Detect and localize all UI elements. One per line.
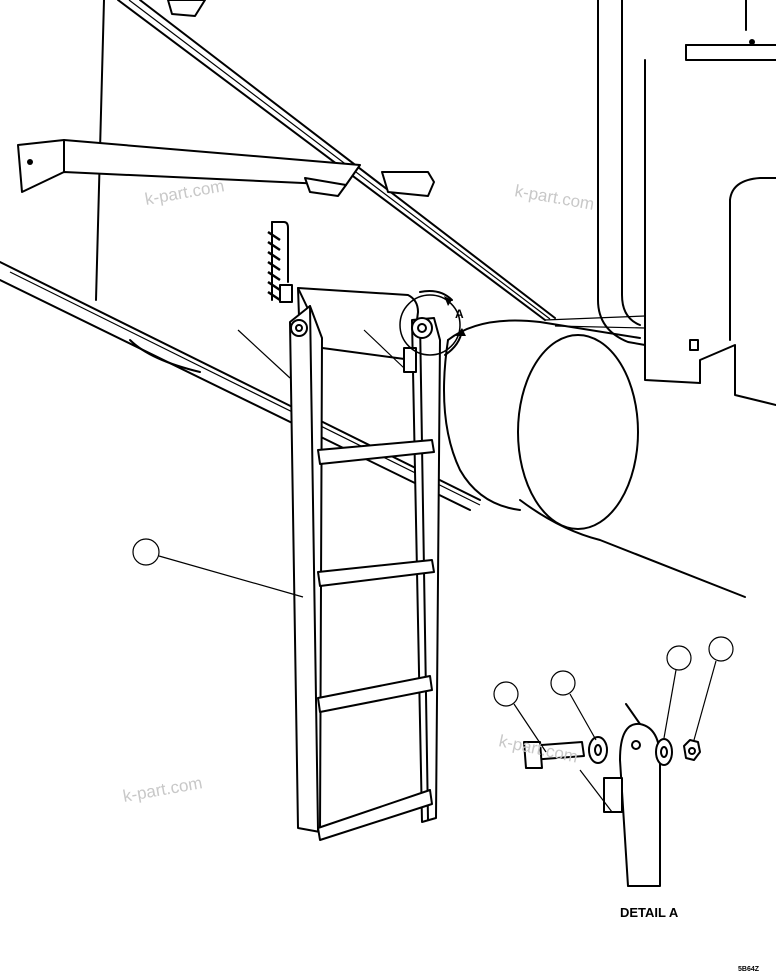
callout-bubble-ladder bbox=[132, 538, 160, 566]
bracket-arm bbox=[17, 139, 435, 197]
drawing-number: 5B64Z bbox=[738, 966, 760, 973]
callout-bubble-lock-washer bbox=[666, 645, 692, 671]
leader-line-left bbox=[237, 329, 291, 379]
cab-structure bbox=[544, 0, 776, 406]
detail-a-view: DETAIL A bbox=[493, 636, 734, 920]
detail-bracket bbox=[603, 777, 623, 813]
detail-rail bbox=[619, 722, 661, 887]
callout-bubble-bolt bbox=[493, 681, 519, 707]
detail-a-label: DETAIL A bbox=[620, 905, 679, 920]
upper-boom bbox=[117, 0, 556, 321]
ladder-rung-4 bbox=[317, 789, 433, 841]
ladder bbox=[289, 305, 441, 841]
callout-leader-ladder bbox=[158, 555, 304, 598]
ladder-rung-3 bbox=[317, 675, 433, 713]
watermark-3: k-part.com bbox=[121, 773, 203, 806]
watermark-1: k-part.com bbox=[143, 176, 225, 209]
fuel-tank bbox=[443, 319, 746, 598]
watermark-2: k-part.com bbox=[513, 181, 595, 214]
ladder-rung-2 bbox=[317, 559, 435, 587]
spring-hanger bbox=[267, 221, 293, 303]
callout-bubble-nut bbox=[708, 636, 734, 662]
ladder-rung-1 bbox=[317, 439, 435, 465]
lower-boom bbox=[0, 261, 481, 511]
leader-line-right bbox=[363, 329, 405, 369]
detail-a-callout: A bbox=[399, 290, 466, 356]
callout-bubble-washer bbox=[550, 670, 576, 696]
detail-marker-text: A bbox=[455, 307, 464, 321]
